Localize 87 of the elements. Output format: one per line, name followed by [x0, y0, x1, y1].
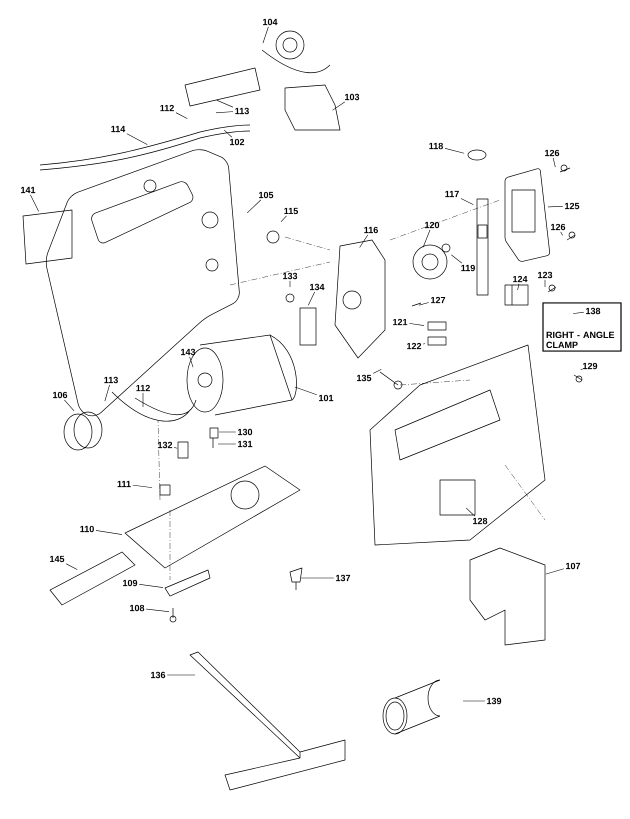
- callout-number: 102: [230, 138, 244, 146]
- callout-number: 135: [357, 374, 372, 382]
- callout-number: 126: [545, 150, 560, 156]
- callout-number: 113: [104, 376, 118, 384]
- leader-line: [166, 674, 196, 676]
- callout-number: 136: [151, 672, 166, 678]
- callout-number: 143: [181, 348, 196, 356]
- callout-number: 112: [136, 384, 150, 392]
- leader-line: [280, 216, 287, 222]
- callout-number: 118: [429, 142, 443, 150]
- leader-line: [552, 158, 556, 168]
- leader-line: [548, 206, 564, 208]
- leader-line: [418, 302, 430, 306]
- callout-number: 141: [21, 186, 36, 194]
- leader-line: [422, 343, 426, 344]
- callout-number: 132: [158, 442, 172, 448]
- callout-number: 104: [263, 18, 278, 26]
- callout-number: 103: [345, 94, 360, 100]
- callout-number: 138: [586, 308, 600, 314]
- leader-line: [104, 384, 110, 402]
- leader-line: [216, 100, 234, 108]
- leader-line: [246, 200, 262, 214]
- leader-line: [138, 584, 164, 588]
- leader-line: [176, 112, 188, 119]
- callout-number: 125: [565, 202, 580, 210]
- callout-number: 122: [407, 342, 422, 350]
- leader-line: [560, 232, 563, 236]
- leader-line: [146, 608, 170, 612]
- leader-line: [580, 368, 584, 370]
- callout-number: 112: [160, 104, 174, 112]
- callout-number: 129: [583, 362, 598, 370]
- leader-line: [544, 280, 546, 288]
- callout-number: 134: [310, 284, 324, 290]
- callout-number: 107: [566, 562, 580, 570]
- callout-number: 130: [238, 428, 252, 436]
- leader-line: [262, 26, 269, 44]
- leader-line: [96, 530, 122, 535]
- callout-number: 126: [551, 224, 566, 230]
- callout-number: 128: [473, 518, 488, 524]
- leader-line: [66, 564, 78, 570]
- callout-number: 116: [364, 226, 378, 234]
- leader-line: [132, 484, 152, 488]
- callout-number: 101: [319, 394, 334, 402]
- leader-line: [466, 508, 476, 516]
- callout-number: 120: [425, 222, 440, 228]
- callout-number: 109: [123, 580, 138, 586]
- callout-number: 105: [259, 192, 274, 198]
- leader-line: [422, 230, 430, 248]
- callout-number: 131: [238, 440, 252, 448]
- callout-number: 119: [461, 264, 475, 272]
- leader-line: [126, 133, 148, 145]
- callout-number: 145: [50, 556, 64, 562]
- leader-line: [174, 447, 178, 449]
- leader-line: [332, 102, 346, 111]
- callout-number: 117: [445, 190, 459, 198]
- callout-number: 127: [431, 296, 446, 304]
- callout-number: 137: [336, 574, 350, 582]
- leader-line: [30, 194, 39, 212]
- callout-number: 111: [118, 480, 131, 488]
- callout-number: 124: [513, 276, 528, 282]
- callout-number: 133: [283, 272, 298, 280]
- leader-line: [408, 323, 424, 326]
- leader-line: [308, 292, 315, 306]
- callout-number: 115: [284, 208, 298, 214]
- callout-number: 121: [393, 318, 408, 326]
- callout-number: 113: [235, 108, 249, 114]
- leader-line: [224, 130, 232, 138]
- leader-line: [372, 369, 382, 374]
- leader-line: [359, 234, 368, 248]
- callout-number: 139: [487, 698, 502, 704]
- leader-line: [294, 386, 318, 396]
- leader-line: [517, 284, 520, 290]
- callout-number: 108: [130, 604, 144, 612]
- leader-line: [64, 400, 74, 412]
- leader-line: [142, 392, 144, 408]
- leader-line: [216, 111, 234, 114]
- callout-number: 114: [111, 126, 126, 132]
- callout-number: 110: [80, 526, 94, 532]
- leader-line: [546, 568, 564, 574]
- leader-line: [189, 356, 194, 368]
- leader-line: [460, 198, 474, 205]
- callout-number: 106: [53, 392, 68, 398]
- leader-line: [444, 148, 464, 154]
- leader-line: [462, 700, 486, 702]
- leader-line: [451, 254, 462, 264]
- callout-number: 123: [538, 272, 552, 278]
- leader-line: [572, 312, 584, 314]
